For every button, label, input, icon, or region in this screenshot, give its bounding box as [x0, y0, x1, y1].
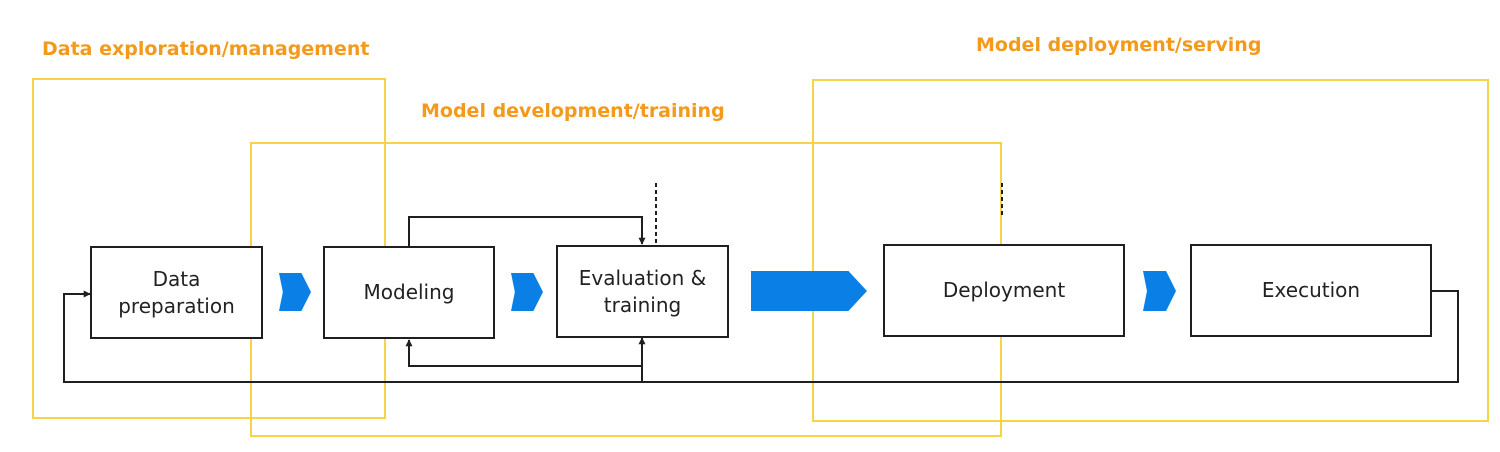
data-preparation-step: Data preparation: [90, 246, 263, 339]
model-deployment-phase-box: [812, 79, 1489, 422]
modeling-label: Modeling: [363, 280, 455, 304]
execution-return-line: [63, 290, 1459, 383]
deployment-step: Deployment: [883, 244, 1125, 337]
data-preparation-label: Data preparation: [118, 266, 235, 318]
evaluation-training-label: Evaluation & training: [578, 265, 707, 317]
data-exploration-phase-label: Data exploration/management: [42, 38, 370, 60]
deployment-label: Deployment: [942, 278, 1066, 302]
evaluation-training-step: Evaluation & training: [556, 245, 729, 338]
flow-arrow-3: [751, 271, 867, 311]
model-development-phase-label: Model development/training: [421, 100, 725, 122]
execution-step: Execution: [1190, 244, 1432, 337]
model-deployment-phase-label: Model deployment/serving: [976, 34, 1262, 56]
execution-label: Execution: [1261, 278, 1361, 302]
modeling-to-evaluation-loop-arrow: [408, 216, 646, 246]
evaluation-to-modeling-loop-arrow: [405, 339, 642, 367]
modeling-step: Modeling: [323, 246, 495, 339]
